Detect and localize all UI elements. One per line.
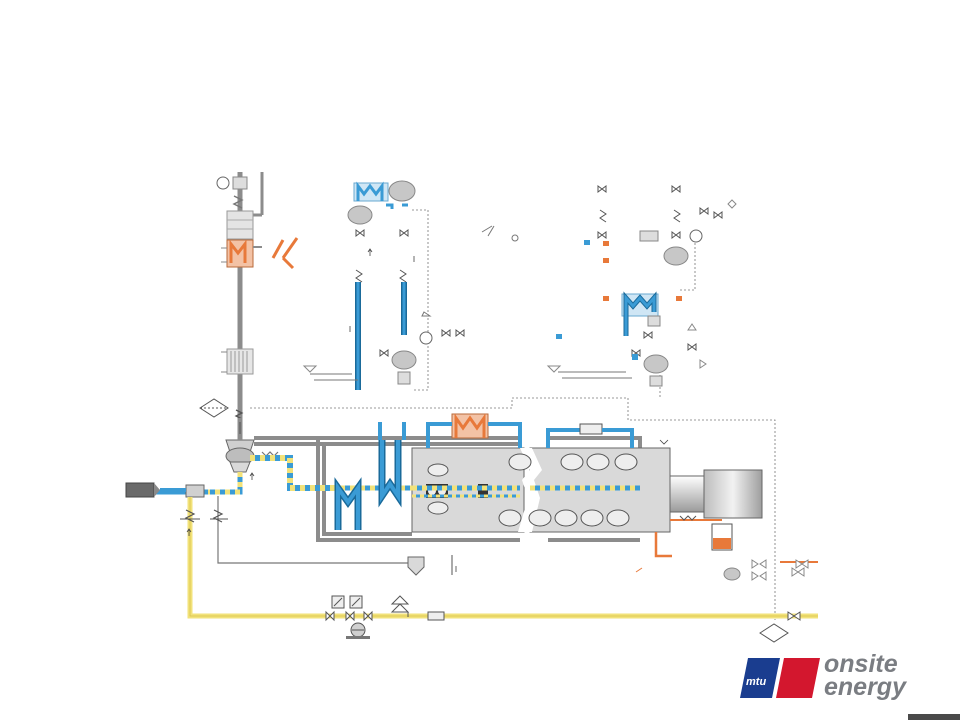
- generator-shaft: [669, 475, 705, 513]
- lube-oil-system: [635, 515, 818, 581]
- exhaust-stack: [216, 172, 299, 420]
- pump-1: [347, 205, 373, 225]
- exhaust-sensor-gauge: [216, 176, 230, 190]
- control-lines: [250, 209, 776, 620]
- gas-supply-line: [180, 497, 818, 619]
- pump-3: [663, 246, 689, 266]
- engine-block: [340, 447, 763, 533]
- pump-2: [391, 350, 417, 370]
- exhaust-bypass-pipe: [271, 237, 299, 270]
- gas-filter: [427, 611, 445, 621]
- gas-shutoff-valve: [390, 595, 410, 613]
- air-intake: [125, 482, 205, 498]
- cooling-circuit-2: [546, 185, 737, 387]
- generator: [703, 469, 763, 519]
- air-intake-filter: [125, 482, 155, 498]
- jacket-water-heat-exchanger: [426, 413, 634, 448]
- brand-word-onsite: onsite: [824, 650, 898, 678]
- slide-footer-bar: [908, 714, 960, 720]
- air-filter-left: [199, 398, 229, 418]
- mtu-onsite-energy-logo: mtu onsite energy: [740, 652, 930, 700]
- filter-2: [639, 230, 659, 242]
- gas-train: [325, 595, 801, 643]
- oil-pump: [723, 567, 741, 581]
- brand-word-energy: energy: [824, 673, 906, 701]
- mtu-logo-mark: [740, 658, 820, 698]
- radiator-2: [621, 293, 659, 317]
- pump-4: [643, 354, 669, 374]
- intercooler: [334, 422, 406, 530]
- mtu-logo-text: mtu: [746, 676, 767, 688]
- flow-arrows: [186, 248, 669, 572]
- gas-mixer-unit: [185, 484, 205, 498]
- gas-diamond-filter: [759, 623, 789, 643]
- exhaust-sensor-box: [232, 176, 248, 190]
- cylinder-heads: [427, 453, 638, 515]
- expansion-tank-1: [388, 180, 416, 202]
- condensate-trap: [407, 555, 453, 576]
- cooling-circuit-1: [302, 180, 519, 390]
- cylinder-bottoms: [498, 509, 630, 527]
- turbocharger: [225, 418, 255, 473]
- thermostat-valve: [579, 423, 603, 435]
- mixture-line: [140, 455, 340, 495]
- exhaust-silencer: [226, 210, 254, 240]
